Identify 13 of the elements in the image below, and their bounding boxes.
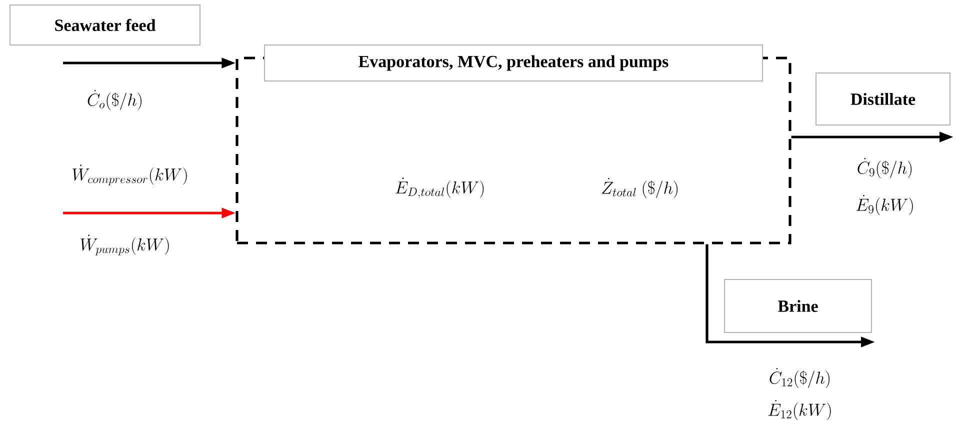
- formula: $\dot{Z}_{total}\ (\$/h)$: [602, 178, 678, 198]
- formula: $\dot{C}_{12}(\$/h)$: [770, 368, 830, 388]
- label-box: Evaporators, MVC, preheaters and pumps: [264, 44, 763, 82]
- formula: $\dot{C}_9(\$/h)$: [858, 158, 912, 178]
- formula: $\dot{E}_{D,total}(kW)$: [396, 178, 484, 198]
- formula: $\dot{C}_o(\$/h)$: [88, 90, 142, 110]
- formula: $\dot{E}_9(kW)$: [856, 194, 913, 216]
- label-box: Brine: [724, 279, 872, 333]
- formula: $\dot{W}_{pumps}(kW)$: [80, 234, 169, 256]
- formula: $\dot{W}_{compressor}(kW)$: [72, 164, 187, 186]
- label-box: Seawater feed: [10, 4, 200, 46]
- formula: $\dot{E}_{12}(kW)$: [768, 400, 831, 420]
- label-box: Distillate: [816, 72, 950, 126]
